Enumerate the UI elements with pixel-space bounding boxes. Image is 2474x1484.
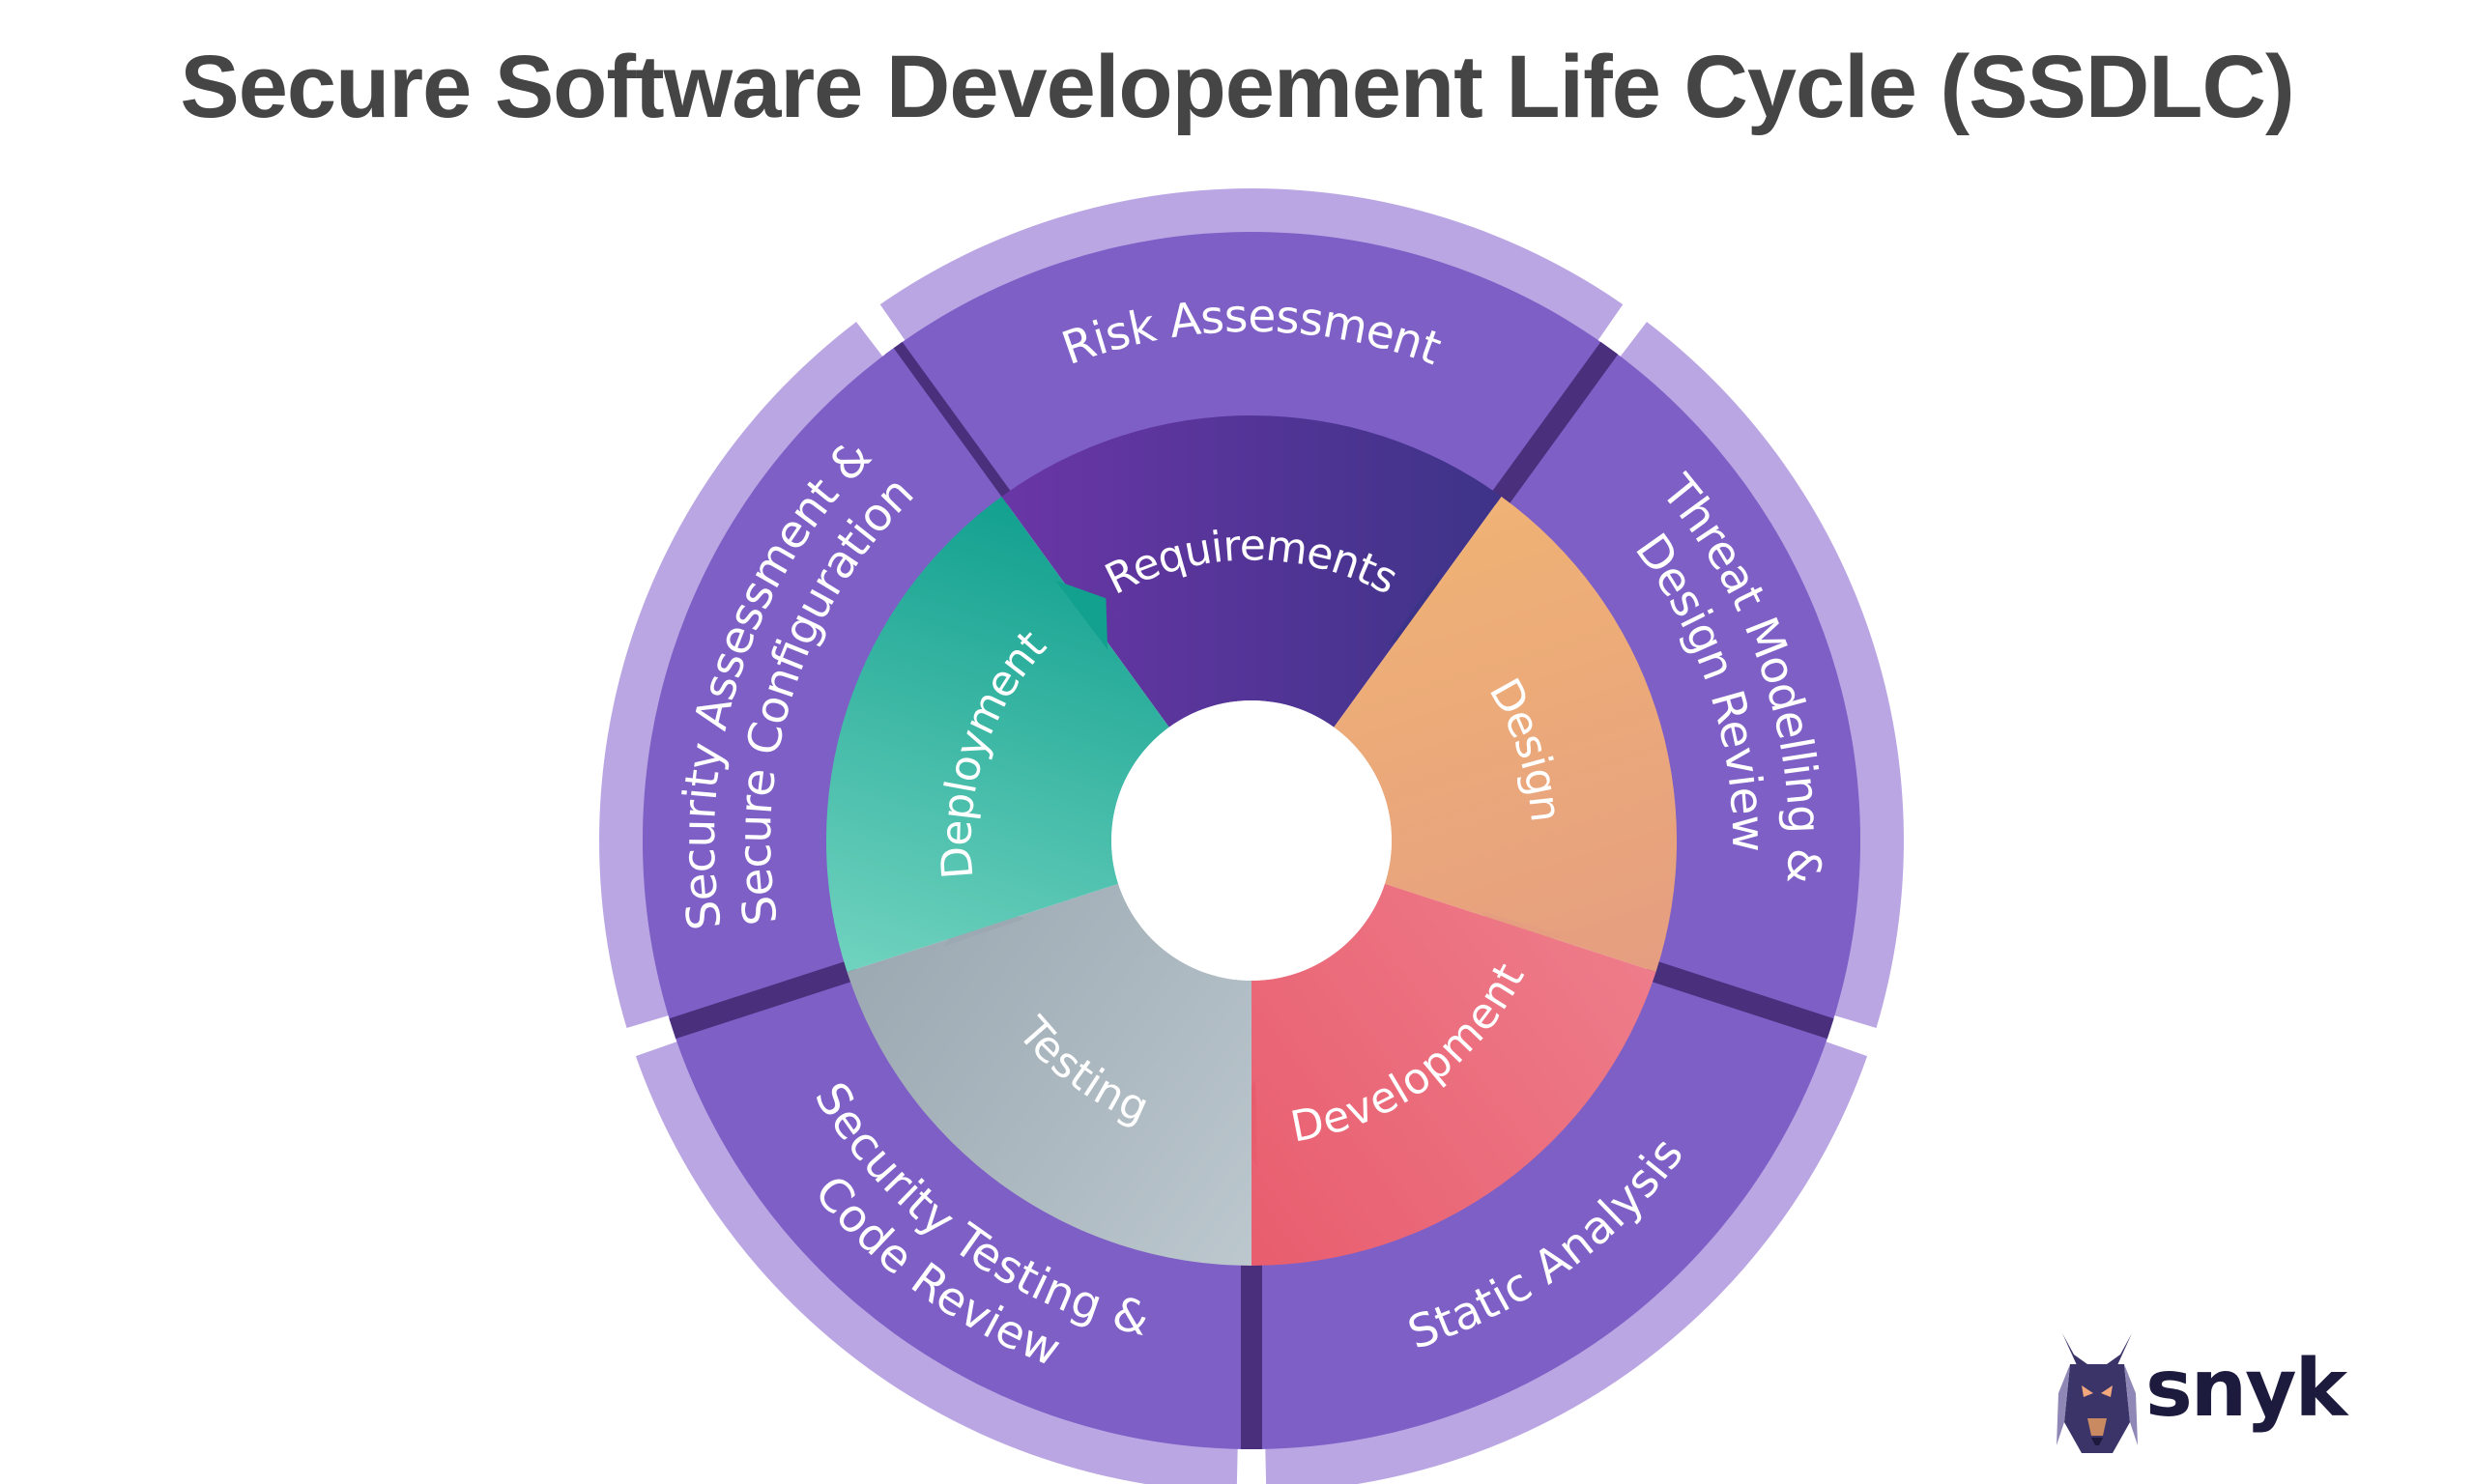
- center-hole: [1111, 700, 1392, 981]
- phase-segment-testing: [847, 883, 1251, 1266]
- phase-arrow: [1054, 580, 1108, 650]
- snyk-wordmark: snyk: [2145, 1343, 2347, 1435]
- phase-ring: [825, 414, 1678, 1266]
- phase-segment-design: [1334, 497, 1678, 972]
- phase-segment-requirements: [1001, 414, 1502, 728]
- activity-segment-static-analysis: [1251, 968, 1831, 1449]
- rim-segment-risk-assessment: [879, 188, 1624, 349]
- outer-band: [642, 231, 1861, 1449]
- phase-segment-development: [1251, 883, 1656, 1266]
- activity-segment-security-assessment-secure-configuration: [642, 348, 1008, 1029]
- activity-seam: [669, 958, 860, 1040]
- activity-seam: [1486, 341, 1619, 511]
- rim-segment-security-assessment-secure-configuration: [599, 322, 889, 1029]
- rim-segment-threat-modelling-design-review: [1614, 322, 1904, 1029]
- activity-segment-risk-assessment: [893, 231, 1610, 505]
- activity-seam: [1643, 958, 1834, 1040]
- page-title: Secure Software Developement Life Cycle …: [180, 38, 2294, 136]
- snyk-logo: snyk: [2049, 1326, 2347, 1461]
- activity-segment-security-testing-code-review: [672, 968, 1251, 1449]
- activity-segment-threat-modelling-design-review: [1495, 348, 1861, 1029]
- doberman-icon: [2057, 1333, 2138, 1453]
